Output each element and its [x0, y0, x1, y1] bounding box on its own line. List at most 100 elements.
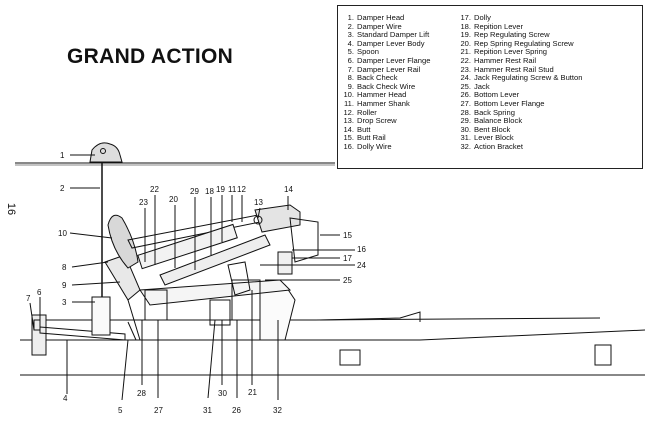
legend-item-label: Hammer Shank	[357, 98, 410, 108]
legend-item-number: 31.	[460, 133, 471, 143]
leader-5	[121, 339, 129, 401]
legend-item-label: Balance Block	[474, 116, 523, 126]
legend-item: 15.Butt Rail	[339, 134, 430, 143]
legend-item-number: 27.	[460, 98, 471, 108]
legend-item: 6.Damper Lever Flange	[339, 55, 431, 66]
legend-item-label: Butt Rail	[357, 133, 386, 143]
legend-item-label: Rep Spring Regulating Screw	[474, 38, 574, 48]
legend-item: 17.Dolly	[456, 13, 582, 23]
legend-item-label: Damper Head	[357, 13, 405, 22]
damper-lever-flange	[33, 319, 41, 331]
callout-8: 8	[62, 263, 67, 272]
butt	[254, 204, 301, 233]
legend-item-label: Spoon	[357, 47, 379, 57]
bent-block	[209, 299, 231, 326]
hammer-head	[107, 214, 139, 269]
callout-28: 28	[137, 389, 146, 398]
legend-item: 31.Lever Block	[456, 134, 582, 143]
legend-item-label: Hammer Head	[357, 90, 407, 100]
callout-2: 2	[60, 184, 65, 193]
legend-item-number: 20.	[460, 38, 471, 48]
legend-item-number: 9.	[347, 81, 354, 91]
callout-24: 24	[357, 261, 366, 270]
hammer-rest-rail	[137, 223, 238, 270]
leader-7	[29, 302, 35, 331]
legend-item: 4.Damper Lever Body	[339, 38, 430, 49]
callout-17: 17	[343, 254, 352, 263]
legend-item: 26.Bottom Lever	[456, 91, 582, 100]
dolly	[277, 251, 293, 275]
legend-item: 10.Hammer Head	[339, 91, 430, 100]
lever-block	[231, 279, 261, 321]
callout-30: 30	[218, 389, 227, 398]
callout-5: 5	[118, 406, 123, 415]
legend-item-label: Bottom Lever Flange	[474, 98, 545, 108]
legend-item-number: 4.	[347, 38, 354, 48]
legend-item-label: Bent Block	[474, 124, 511, 134]
legend-item-number: 16.	[343, 141, 354, 151]
back-check-wire	[127, 299, 141, 341]
balance-block	[144, 289, 168, 321]
legend-item: 3.Standard Damper Lift	[339, 30, 430, 40]
legend-item: 2.Damper Wire	[339, 21, 430, 32]
legend-item-number: 13.	[343, 116, 354, 126]
legend-item-label: Back Check	[357, 73, 398, 83]
callout-32: 32	[273, 406, 282, 415]
diagram-title: GRAND ACTION	[67, 45, 234, 68]
legend-item-number: 2.	[347, 21, 354, 31]
legend-item-number: 15.	[343, 133, 354, 143]
legend-item: 16.Dolly Wire	[339, 141, 430, 152]
legend-item-number: 12.	[343, 107, 354, 117]
callout-29: 29	[190, 187, 199, 196]
legend-item-label: Back Check Wire	[357, 81, 416, 91]
legend-item-number: 14.	[343, 124, 354, 134]
legend-item-label: Butt	[357, 124, 371, 134]
legend-item-label: Rep Regulating Screw	[474, 30, 550, 40]
legend-item: 19.Rep Regulating Screw	[456, 30, 582, 40]
callout-27: 27	[154, 406, 163, 415]
legend-item-label: Damper Wire	[357, 21, 402, 31]
legend-item-label: Bottom Lever	[474, 90, 520, 100]
legend-item: 18.Repition Lever	[456, 21, 582, 32]
legend-item: 23.Hammer Rest Rail Stud	[456, 64, 582, 75]
legend-item: 27.Bottom Lever Flange	[456, 98, 582, 109]
damper-lever-body	[39, 326, 126, 341]
legend-item-label: Action Bracket	[474, 141, 523, 151]
damper-lever-rail	[31, 314, 47, 356]
legend-item: 32.Action Bracket	[456, 141, 582, 152]
legend-item-number: 30.	[460, 124, 471, 134]
legend-item: 28.Back Spring	[456, 107, 582, 118]
legend-item-label: Hammer Rest Rail	[474, 55, 537, 65]
legend-item: 24.Jack Regulating Screw & Button	[456, 73, 582, 83]
leader-9	[71, 281, 121, 286]
callout-13: 13	[254, 198, 263, 207]
callout-23: 23	[139, 198, 148, 207]
legend-item-number: 23.	[460, 64, 471, 74]
callout-26: 26	[232, 406, 241, 415]
legend-item-number: 26.	[460, 90, 471, 100]
legend-item-number: 18.	[460, 21, 471, 31]
callout-16: 16	[357, 245, 366, 254]
legend-item-number: 6.	[347, 55, 354, 65]
legend-item-number: 1.	[347, 13, 354, 22]
legend-item-label: Damper Lever Flange	[357, 55, 431, 65]
leader-8	[71, 261, 109, 268]
legend-item: 11.Hammer Shank	[339, 98, 430, 109]
callout-7: 7	[26, 294, 31, 303]
callout-3: 3	[62, 298, 67, 307]
jack	[227, 261, 251, 296]
legend-item-number: 3.	[347, 30, 354, 40]
legend-item: 1.Damper Head	[339, 13, 430, 23]
legend-item: 21.Repition Lever Spring	[456, 48, 582, 57]
legend-item-number: 28.	[460, 107, 471, 117]
callout-9: 9	[62, 281, 67, 290]
legend-item-number: 7.	[347, 64, 354, 74]
key-rear-block	[594, 344, 612, 366]
legend-item-label: Dolly	[474, 13, 491, 22]
callout-19: 19	[216, 185, 225, 194]
key-frame-top	[20, 329, 646, 341]
legend-item: 14.Butt	[339, 124, 430, 135]
